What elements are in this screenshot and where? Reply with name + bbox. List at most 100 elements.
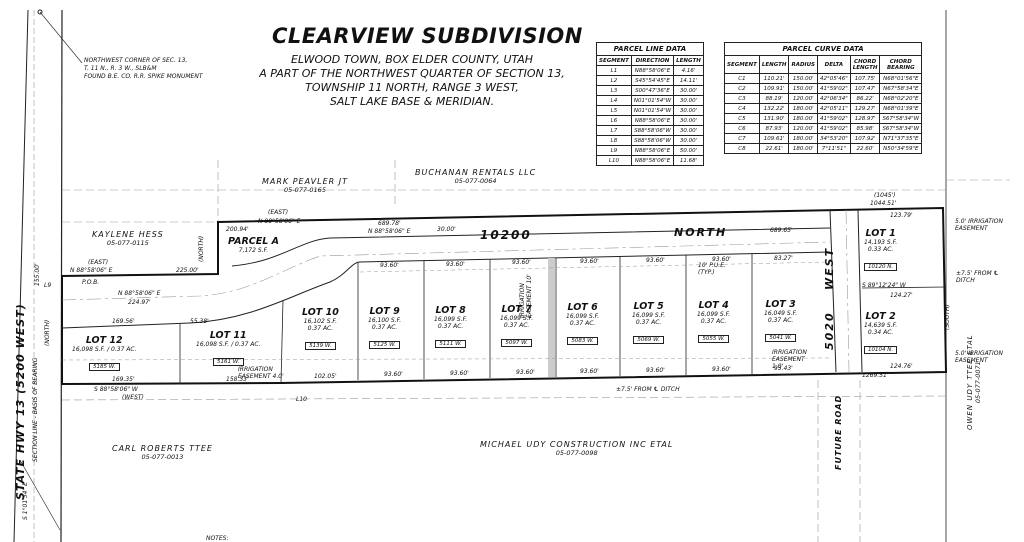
lot-acres: 0.37 AC. xyxy=(437,323,464,330)
owner-name: MARK PEAVLER JT xyxy=(262,177,349,186)
table-cell: L4 xyxy=(596,95,632,106)
label-dist: 124.76' xyxy=(890,363,913,370)
table-cell: C2 xyxy=(724,83,760,94)
label-dist: 93.60' xyxy=(712,366,731,373)
table-cell: L1 xyxy=(596,65,632,76)
label-east: (EAST) xyxy=(88,259,109,266)
owner-name: OWEN UDY TTEE ETAL xyxy=(966,334,974,430)
table-cell: N68°01'56"E xyxy=(879,73,923,84)
label-pue: 10' P.U.E. (TYP.) xyxy=(698,262,726,276)
lot-12: LOT 12 16,098 S.F. / 0.37 AC. 5185 W. xyxy=(72,335,137,372)
plat-title: CLEARVIEW SUBDIVISION xyxy=(272,24,583,48)
table-cell: 14.11' xyxy=(673,75,704,86)
label-irrigation-easement: 5.0' IRRIGATION EASEMENT xyxy=(955,350,1003,364)
table-header: CHORD LENGTH xyxy=(849,55,881,74)
table-cell: 88.19' xyxy=(758,93,790,104)
table-cell: C4 xyxy=(724,103,760,114)
table-caption: PARCEL LINE DATA xyxy=(596,42,704,56)
table-header: SEGMENT xyxy=(596,55,632,66)
label-south: (SOUTH) xyxy=(944,304,951,330)
label-east: (EAST) xyxy=(268,209,289,216)
lot-acres: 0.37 AC. xyxy=(569,320,596,327)
table-cell: 180.00' xyxy=(788,133,818,144)
table-cell: 131.90' xyxy=(758,113,790,124)
table-cell: N67°58'34"E xyxy=(879,83,923,94)
label-segment: L10 xyxy=(296,396,307,403)
street-name-highway: STATE HWY 13 (5200 WEST) xyxy=(14,303,27,500)
table-cell: 42°06'34" xyxy=(817,93,851,104)
table-cell: C6 xyxy=(724,123,760,134)
label-irrigation-easement: IRRIGATION EASEMENT 10' xyxy=(519,274,533,318)
table-cell: L10 xyxy=(596,155,632,166)
lot-name: LOT 8 xyxy=(435,305,466,316)
table-header: LENGTH xyxy=(673,55,704,66)
lot-address: 10120 N. xyxy=(864,263,898,271)
table-header: DELTA xyxy=(817,55,851,74)
lot-address: 5125 W. xyxy=(369,341,400,349)
label-west: (WEST) xyxy=(122,394,144,401)
table-cell: L7 xyxy=(596,125,632,136)
lot-acres: 0.37 AC. xyxy=(700,318,727,325)
table-cell: 85.98' xyxy=(849,123,881,134)
table-cell: 109.91' xyxy=(758,83,790,94)
parcel-line-table: PARCEL LINE DATA SEGMENT DIRECTION LENGT… xyxy=(596,42,704,166)
label-dist: 200.94' xyxy=(226,226,249,233)
parcel-a: PARCEL A 7,172 S.F. xyxy=(228,236,279,254)
plat-subtitle: ELWOOD TOWN, BOX ELDER COUNTY, UTAH A PA… xyxy=(252,53,572,109)
table-cell: 120.00' xyxy=(788,123,818,134)
table-cell: 30.00' xyxy=(673,115,704,126)
label-dist: 169.35' xyxy=(112,376,135,383)
label-dist: 123.79' xyxy=(890,212,913,219)
table-header: RADIUS xyxy=(788,55,818,74)
table-header: SEGMENT xyxy=(724,55,760,74)
table-cell: 86.22' xyxy=(849,93,881,104)
owner-parcel-number: 05-077-0071 xyxy=(974,361,982,404)
lot-area: 14,193 S.F. xyxy=(864,239,898,246)
table-cell: 7°11'51" xyxy=(817,143,851,154)
table-cell: 41°59'02" xyxy=(817,123,851,134)
lot-area: 16,098 S.F. / 0.37 AC. xyxy=(196,341,261,348)
owner-parcel-number: 05-077-0115 xyxy=(106,239,149,247)
table-cell: N01°01'54"W xyxy=(630,95,675,106)
label-irrigation-easement: 5.0' IRRIGATION EASEMENT xyxy=(955,218,1003,232)
lot-acres: 0.37 AC. xyxy=(503,322,530,329)
lot-name: LOT 10 xyxy=(302,307,339,318)
lot-address: 5041 W. xyxy=(765,334,796,342)
label-dist: 93.60' xyxy=(646,367,665,374)
label-dist: 93.60' xyxy=(516,369,535,376)
lot-address: 5069 W. xyxy=(633,336,664,344)
table-cell: 120.00' xyxy=(788,93,818,104)
lot-name: LOT 12 xyxy=(85,335,123,346)
table-cell: 11.68' xyxy=(673,155,704,166)
street-name-north-number: 10200 xyxy=(480,228,532,242)
table-cell: 107.92' xyxy=(849,133,881,144)
lot-3: LOT 3 16,049 S.F. 0.37 AC. 5041 W. xyxy=(764,299,797,343)
lot-1: LOT 1 14,193 S.F. 0.33 AC. 10120 N. xyxy=(864,228,897,272)
table-cell: N88°58'06"E xyxy=(630,145,675,156)
lot-area: 16,102 S.F. xyxy=(303,318,337,325)
note-line: T. 11 N., R. 3 W., SLB&M xyxy=(84,65,157,72)
label-dist: 93.60' xyxy=(646,257,665,264)
table-cell: 41°59'02" xyxy=(817,113,851,124)
subtitle-line: ELWOOD TOWN, BOX ELDER COUNTY, UTAH xyxy=(290,53,534,66)
label-dist: 93.43' xyxy=(774,365,793,372)
owner-name: MICHAEL UDY CONSTRUCTION INC ETAL xyxy=(480,440,674,449)
owner-parcel-number: 05-077-0098 xyxy=(555,449,598,457)
table-header: DIRECTION xyxy=(630,55,675,66)
lot-address: 5097 W. xyxy=(501,339,532,347)
parcel-name: PARCEL A xyxy=(228,236,279,247)
lot-5: LOT 5 16,099 S.F. 0.37 AC. 5069 W. xyxy=(632,301,665,345)
nw-corner-note: NORTHWEST CORNER OF SEC. 13, T. 11 N., R… xyxy=(84,57,202,81)
table-cell: 132.22' xyxy=(758,103,790,114)
street-name-future-road: FUTURE ROAD xyxy=(834,394,843,470)
lot-address: 10104 N. xyxy=(864,346,898,354)
table-cell: 50.00' xyxy=(673,145,704,156)
